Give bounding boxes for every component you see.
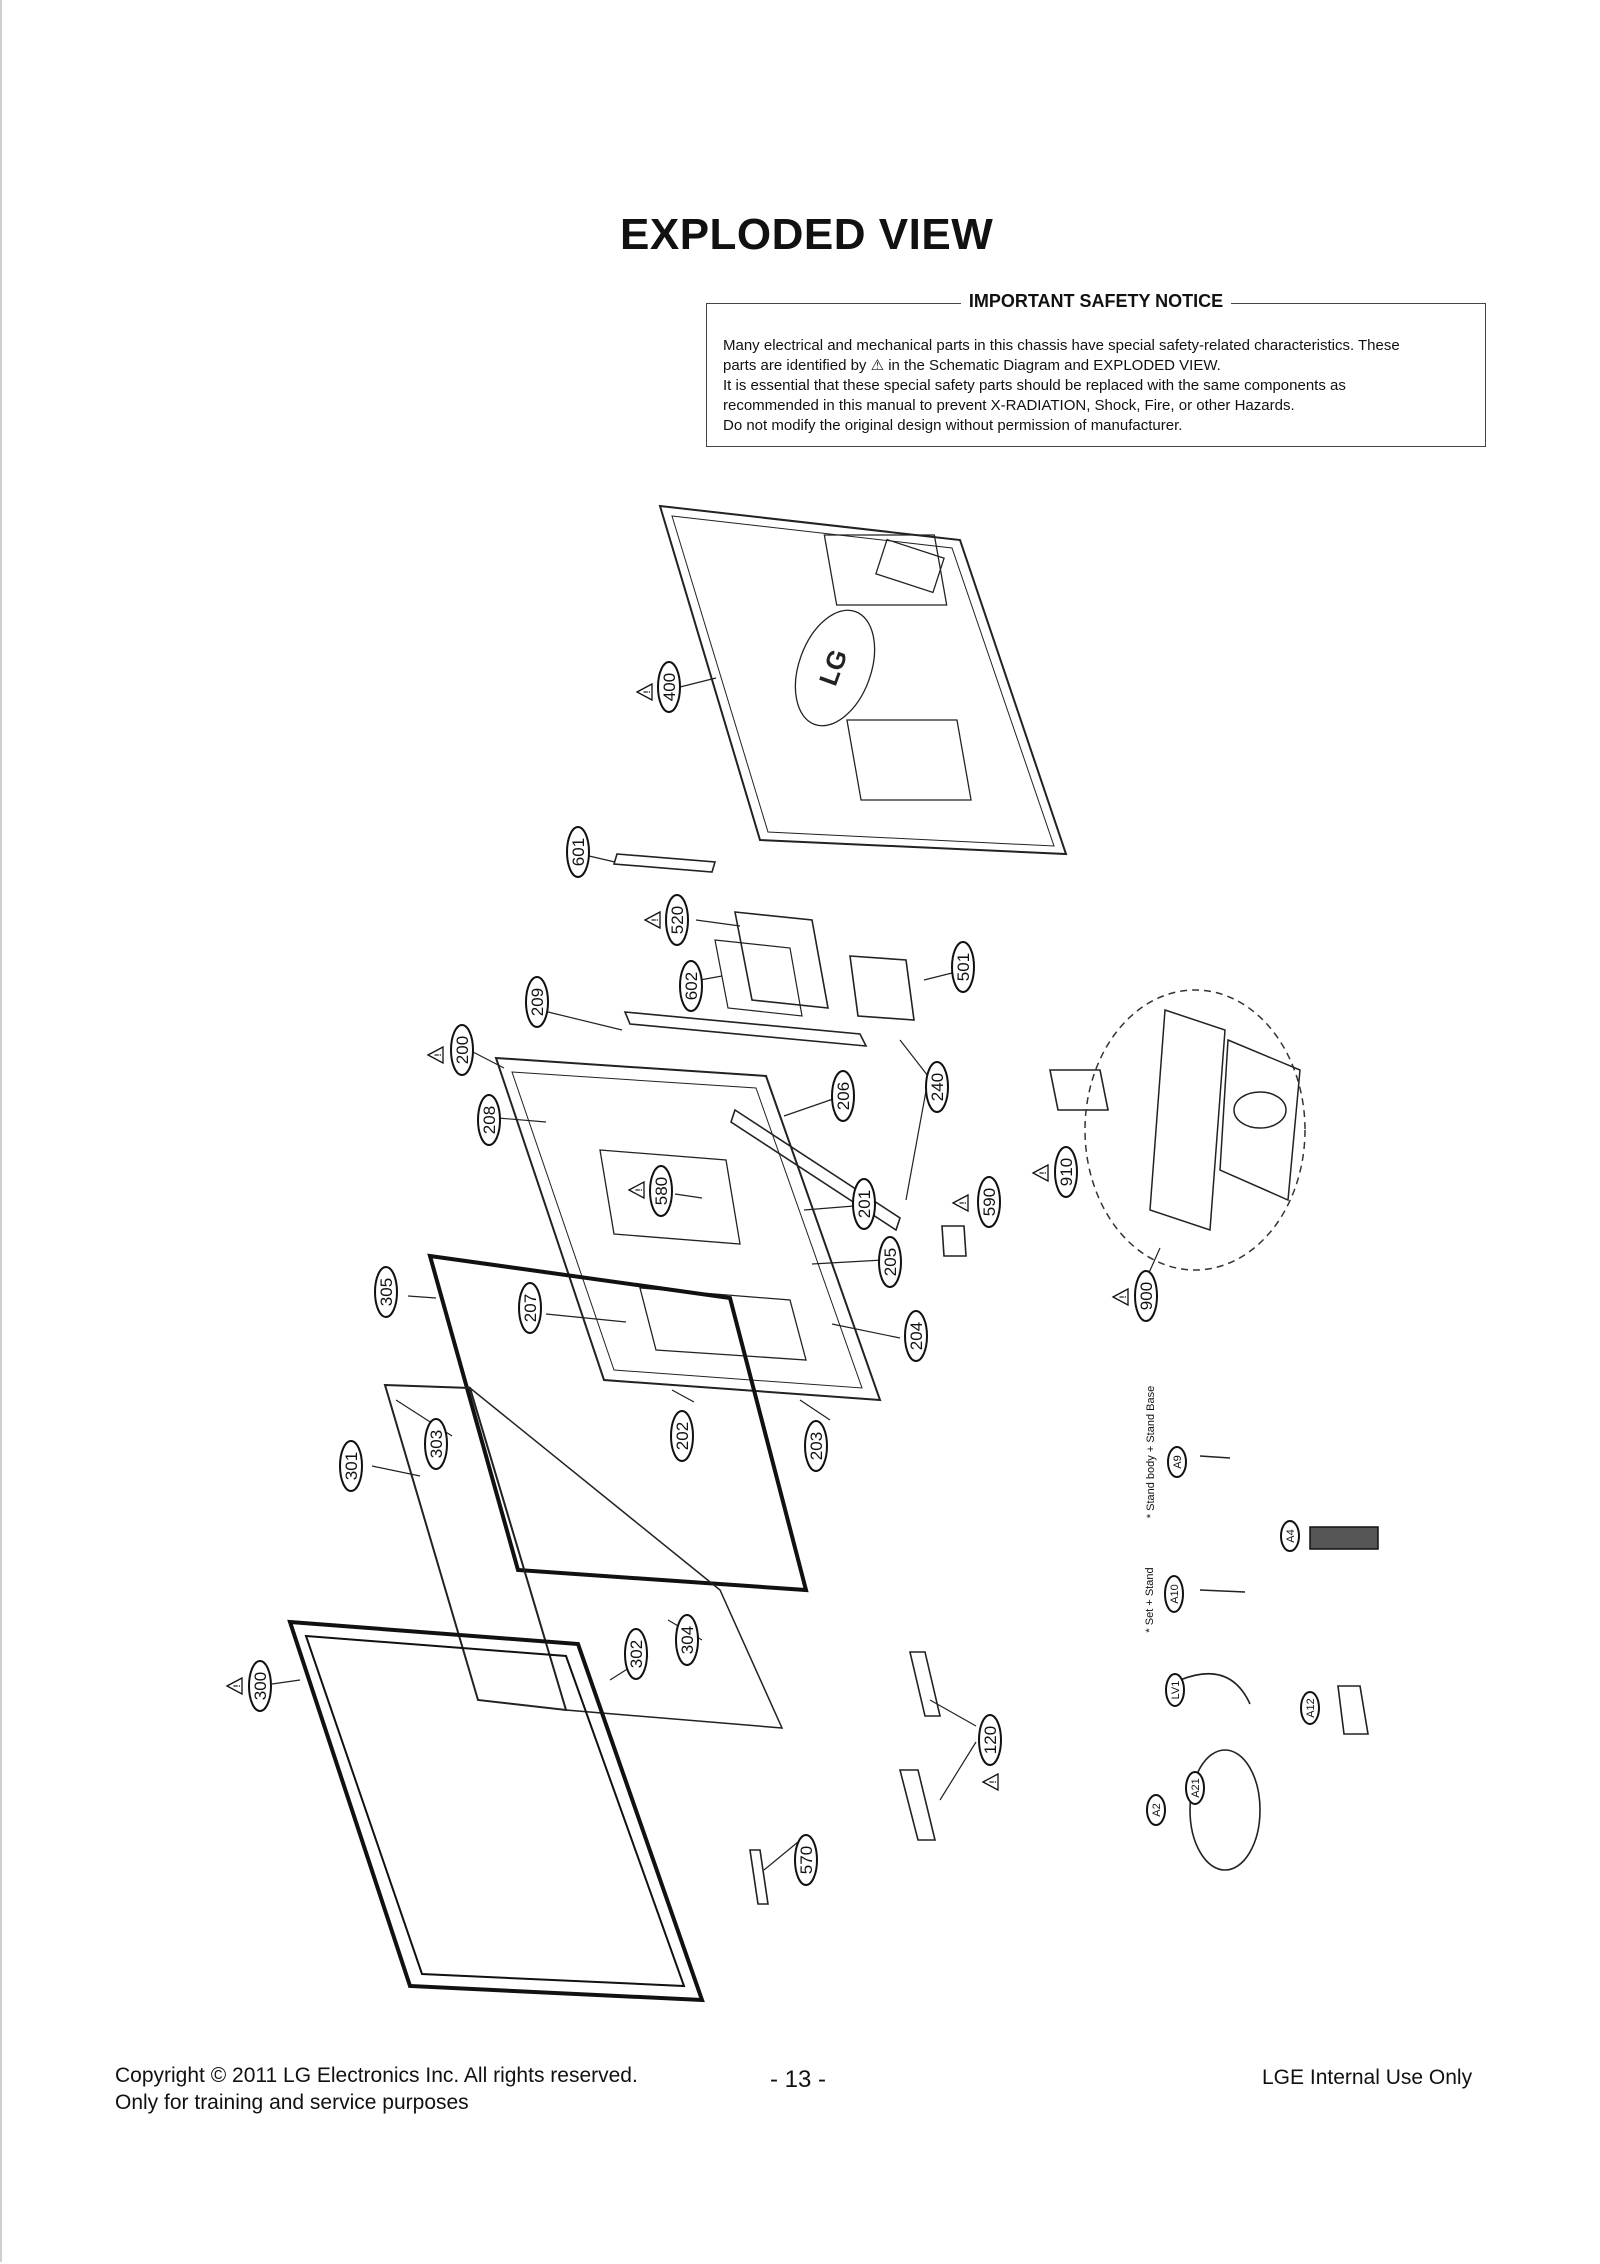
callout-lv1: LV1	[1170, 1681, 1182, 1700]
callout-240: 240	[928, 1073, 947, 1101]
page-number: - 13 -	[770, 2066, 827, 2093]
callout-207: 207	[521, 1294, 540, 1322]
callout-a10: A10	[1169, 1584, 1181, 1604]
callout-204: 204	[907, 1322, 926, 1350]
safety-notice-body: Many electrical and mechanical parts in …	[723, 336, 1469, 436]
notice-line: Do not modify the original design withou…	[723, 417, 1183, 434]
part-910-bracket	[1049, 1069, 1109, 1111]
optical-sheet	[427, 1253, 809, 1593]
front-cabinet	[287, 1619, 705, 2003]
callout-206: 206	[834, 1082, 853, 1110]
note-stand-base: * Stand body + Stand Base	[1145, 1386, 1157, 1518]
guide-panel	[383, 1383, 568, 1712]
logo-text: LG	[813, 645, 854, 689]
footer-copyright: Copyright © 2011 LG Electronics Inc. All…	[115, 2064, 638, 2087]
callout-501: 501	[954, 953, 973, 981]
callout-590: 590	[980, 1188, 999, 1216]
callout-303: 303	[427, 1430, 446, 1458]
callout-304: 304	[678, 1626, 697, 1654]
stand-parts	[1149, 1008, 1301, 1232]
speaker-bar-upper	[623, 1011, 868, 1047]
callout-900: 900	[1137, 1282, 1156, 1310]
callout-208: 208	[480, 1106, 499, 1134]
callout-601: 601	[569, 838, 588, 866]
callout-302: 302	[627, 1640, 646, 1668]
callout-520: 520	[668, 906, 687, 934]
footer-internal: LGE Internal Use Only	[1262, 2066, 1473, 2089]
safety-notice-box: IMPORTANT SAFETY NOTICE Many electrical …	[706, 291, 1486, 447]
speaker-bar-lower	[730, 1108, 901, 1232]
callout-205: 205	[881, 1248, 900, 1276]
note-set-stand: * Set + Stand	[1144, 1567, 1156, 1632]
callout-580: 580	[652, 1177, 671, 1205]
callout-602: 602	[682, 972, 701, 1000]
notice-line: parts are identified by ⚠ in the Schemat…	[723, 357, 1221, 374]
notice-line: Many electrical and mechanical parts in …	[723, 337, 1400, 354]
callout-910: 910	[1057, 1158, 1076, 1186]
part-a4	[1309, 1526, 1379, 1550]
callout-202: 202	[673, 1422, 692, 1450]
notice-line: It is essential that these special safet…	[723, 377, 1346, 394]
callout-a12: A12	[1305, 1698, 1317, 1718]
stand-detail-ellipse	[1084, 989, 1306, 1271]
screw-a9	[1199, 1455, 1231, 1459]
screw-a10	[1199, 1589, 1246, 1593]
callout-301: 301	[342, 1452, 361, 1480]
part-a21-ellipse	[1189, 1749, 1261, 1871]
part-590	[941, 1225, 967, 1257]
callout-a9: A9	[1172, 1455, 1184, 1468]
main-frame	[494, 1056, 882, 1402]
part-120-lower	[898, 1769, 937, 1841]
cable-lv1	[1179, 1672, 1251, 1705]
callout-a4: A4	[1285, 1529, 1297, 1542]
footer-training: Only for training and service purposes	[115, 2091, 469, 2114]
part-601-bracket	[612, 853, 717, 873]
notice-line: recommended in this manual to prevent X-…	[723, 397, 1295, 414]
leader-lines	[271, 677, 1161, 1871]
callout-120: 120	[981, 1726, 1000, 1754]
callout-circles	[248, 661, 1320, 1886]
exploded-view-diagram: ! LG	[0, 470, 1600, 2010]
callout-200: 200	[453, 1036, 472, 1064]
main-board	[734, 911, 829, 1009]
part-a12	[1337, 1685, 1369, 1735]
part-120-upper	[908, 1651, 942, 1717]
callout-209: 209	[528, 988, 547, 1016]
part-501-bracket	[849, 955, 915, 1021]
exploded-view-svg: ! LG	[226, 504, 1379, 2003]
callout-300: 300	[251, 1672, 270, 1700]
page-title: EXPLODED VIEW	[620, 210, 994, 259]
panel-module	[468, 1385, 784, 1729]
footer-left: Copyright © 2011 LG Electronics Inc. All…	[115, 2062, 638, 2116]
part-570	[749, 1849, 769, 1905]
back-cover	[658, 504, 1068, 856]
callout-570: 570	[797, 1846, 816, 1874]
callout-203: 203	[807, 1432, 826, 1460]
callout-201: 201	[855, 1190, 874, 1218]
callout-305: 305	[377, 1278, 396, 1306]
safety-notice-heading: IMPORTANT SAFETY NOTICE	[960, 291, 1232, 311]
callout-400: 400	[660, 673, 679, 701]
callout-a2: A2	[1151, 1803, 1163, 1816]
part-602	[714, 939, 803, 1017]
callout-a21: A21	[1190, 1778, 1202, 1798]
